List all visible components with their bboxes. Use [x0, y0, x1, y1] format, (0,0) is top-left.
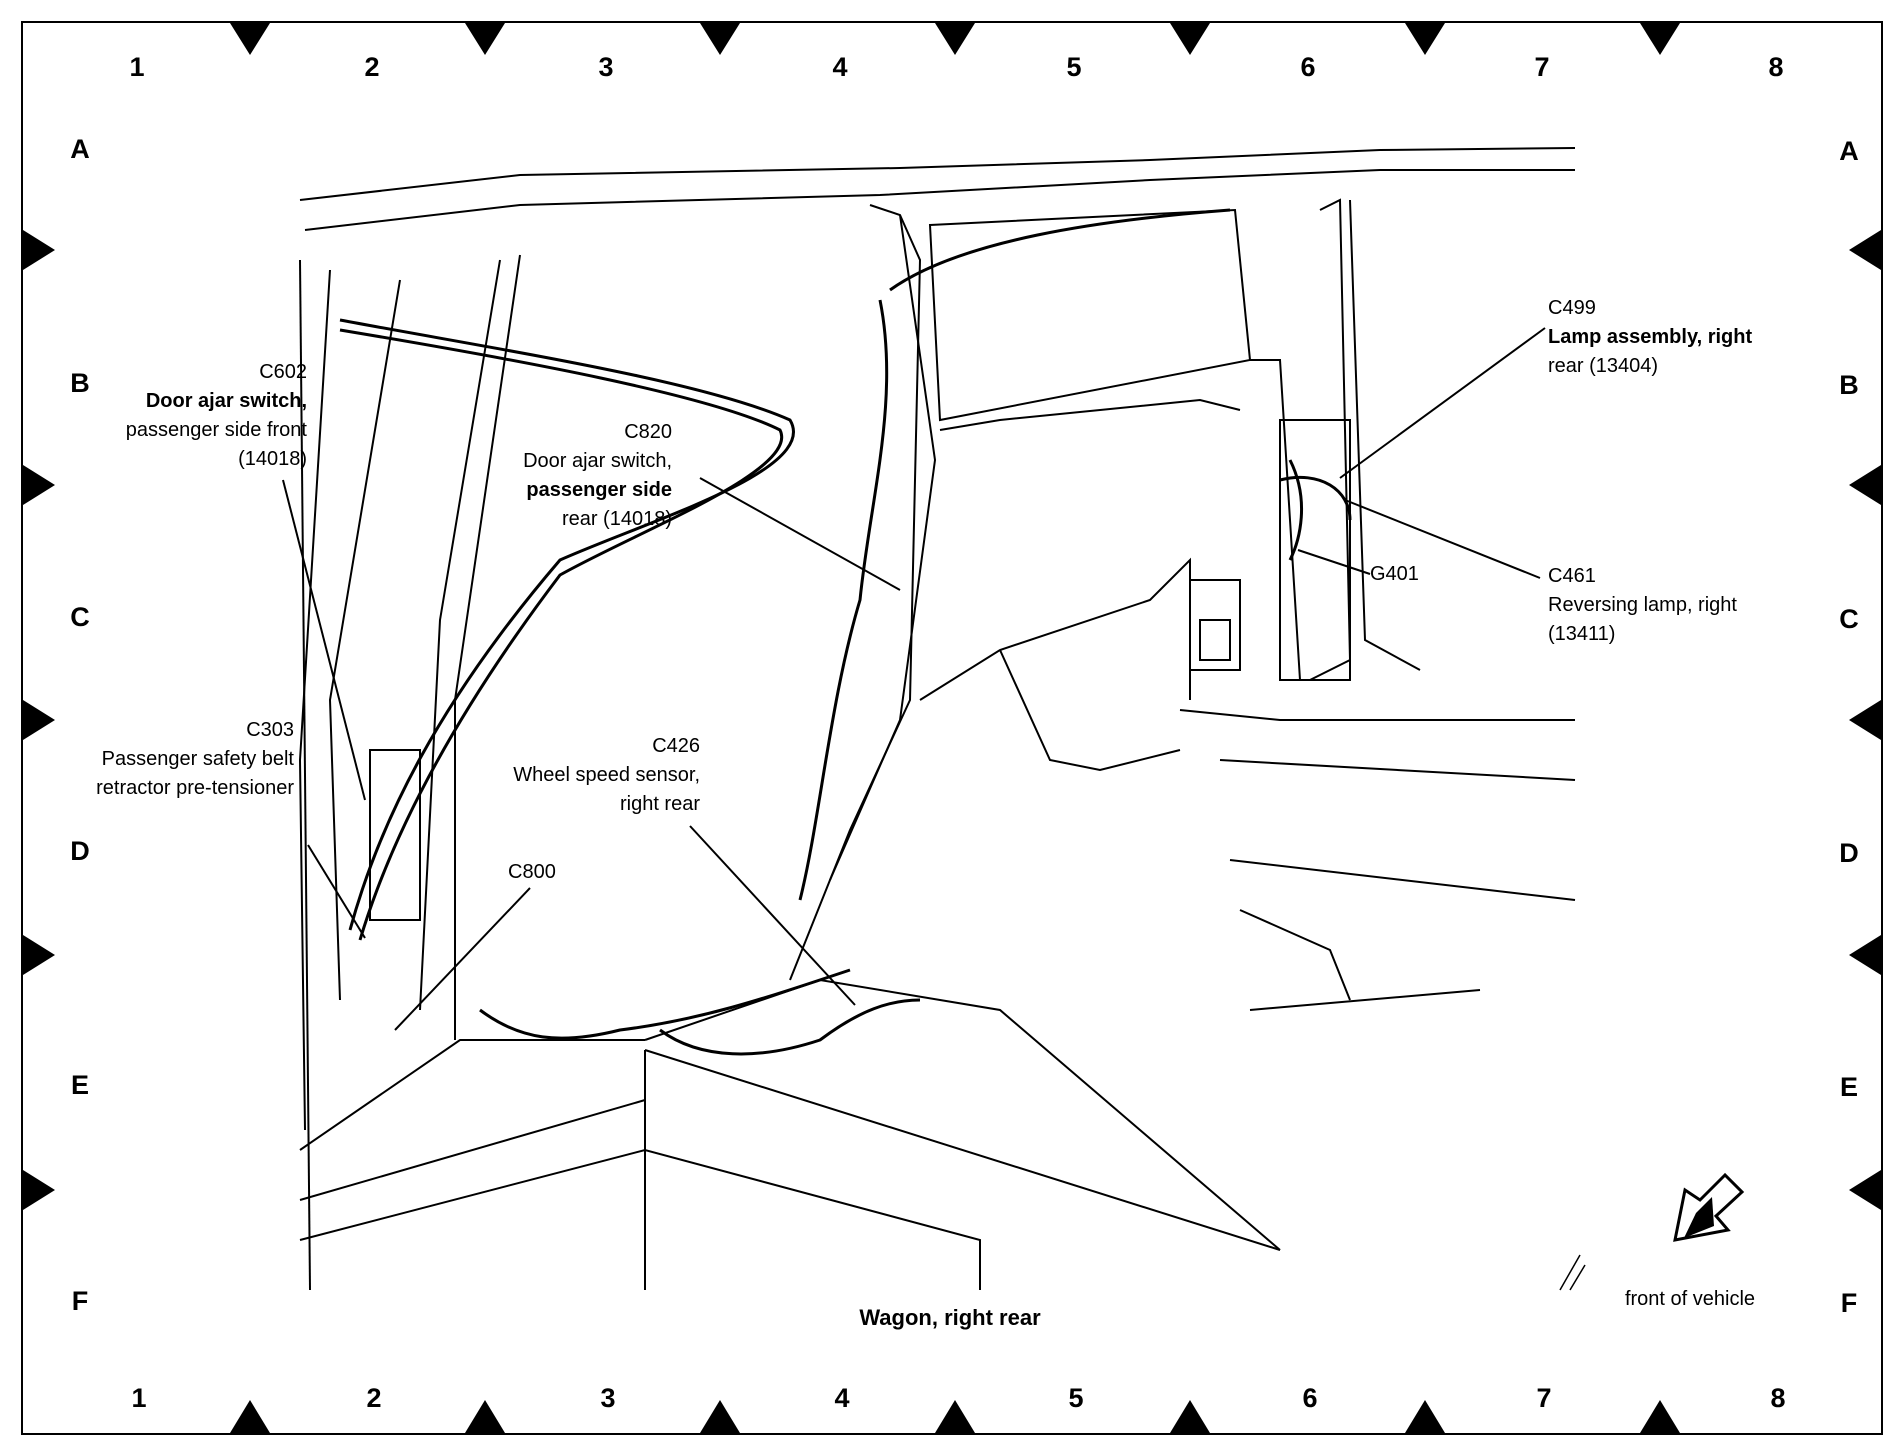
callout-c820: C820 Door ajar switch, passenger side re… — [523, 418, 672, 534]
callout-c499-id: C499 — [1548, 297, 1596, 319]
grid-col-top-6: 6 — [1300, 52, 1316, 82]
callout-c426: C426 Wheel speed sensor, right rear — [510, 732, 700, 819]
front-arrow-icon — [1559, 1172, 1745, 1291]
grid-col-bottom-8: 8 — [1770, 1383, 1786, 1413]
callout-c303-desc: Passenger safety belt retractor pre-tens… — [96, 748, 294, 799]
callout-c820-desc3: rear (14018) — [561, 508, 672, 530]
border-markers — [23, 23, 1881, 1433]
grid-col-top-2: 2 — [364, 52, 380, 82]
grid-col-bottom-2: 2 — [366, 1383, 382, 1413]
callout-g401: G401 — [1370, 560, 1419, 589]
callout-c800-id: C800 — [508, 861, 556, 883]
diagram-frame — [21, 21, 1883, 1435]
callout-c820-id: C820 — [624, 421, 672, 443]
grid-row-left-f: F — [71, 1286, 89, 1316]
grid-col-top-5: 5 — [1066, 52, 1082, 82]
grid-row-right-d: D — [1839, 838, 1859, 868]
grid-col-bottom-6: 6 — [1302, 1383, 1318, 1413]
callout-c426-desc: Wheel speed sensor, right rear — [513, 764, 700, 815]
callout-c461: C461 Reversing lamp, right (13411) — [1548, 562, 1768, 649]
grid-row-left-b: B — [70, 368, 90, 398]
callout-c499: C499 Lamp assembly, right rear (13404) — [1548, 294, 1752, 381]
callout-c303: C303 Passenger safety belt retractor pre… — [94, 716, 294, 803]
callout-c461-id: C461 — [1548, 565, 1596, 587]
grid-col-bottom-1: 1 — [131, 1383, 147, 1413]
callout-c820-desc2: passenger side — [526, 479, 672, 501]
diagram-caption: Wagon, right rear — [859, 1305, 1041, 1330]
grid-row-right-b: B — [1839, 370, 1859, 400]
callout-c602: C602 Door ajar switch, passenger side fr… — [77, 358, 307, 474]
grid-col-top-7: 7 — [1534, 52, 1550, 82]
body-outline — [298, 147, 1576, 1291]
callout-c602-desc-bold: Door ajar switch, — [145, 390, 307, 412]
callout-c426-id: C426 — [652, 735, 700, 757]
callout-c499-desc1: Lamp assembly, right — [1548, 326, 1753, 348]
grid-col-top-4: 4 — [832, 52, 848, 82]
grid-col-top-8: 8 — [1768, 52, 1784, 82]
grid-row-right-e: E — [1839, 1072, 1858, 1102]
callout-c499-desc2: rear (13404) — [1548, 355, 1659, 377]
grid-col-top-1: 1 — [129, 52, 145, 82]
callout-c461-desc: Reversing lamp, right (13411) — [1548, 594, 1737, 645]
grid-col-bottom-5: 5 — [1068, 1383, 1084, 1413]
grid-row-right-f: F — [1840, 1288, 1858, 1318]
grid-col-bottom-3: 3 — [600, 1383, 616, 1413]
grid-col-top-3: 3 — [598, 52, 614, 82]
callout-g401-id: G401 — [1370, 563, 1419, 585]
callout-c303-id: C303 — [246, 719, 294, 741]
grid-row-left-a: A — [70, 134, 90, 164]
grid-row-right-a: A — [1839, 136, 1859, 166]
grid-row-left-c: C — [70, 602, 90, 632]
grid-row-left-d: D — [70, 836, 90, 866]
grid-row-right-c: C — [1839, 604, 1859, 634]
callout-c820-desc1: Door ajar switch, — [523, 450, 672, 472]
grid-col-bottom-7: 7 — [1536, 1383, 1552, 1413]
grid-col-bottom-4: 4 — [834, 1383, 850, 1413]
front-of-vehicle-label: front of vehicle — [1624, 1288, 1756, 1310]
callout-c602-id: C602 — [259, 361, 307, 383]
grid-row-left-e: E — [70, 1070, 89, 1100]
wire-harness — [339, 208, 1352, 1056]
callout-c800: C800 — [508, 858, 556, 887]
callout-c602-desc: passenger side front (14018) — [125, 419, 307, 470]
leader-lines — [282, 327, 1546, 1031]
